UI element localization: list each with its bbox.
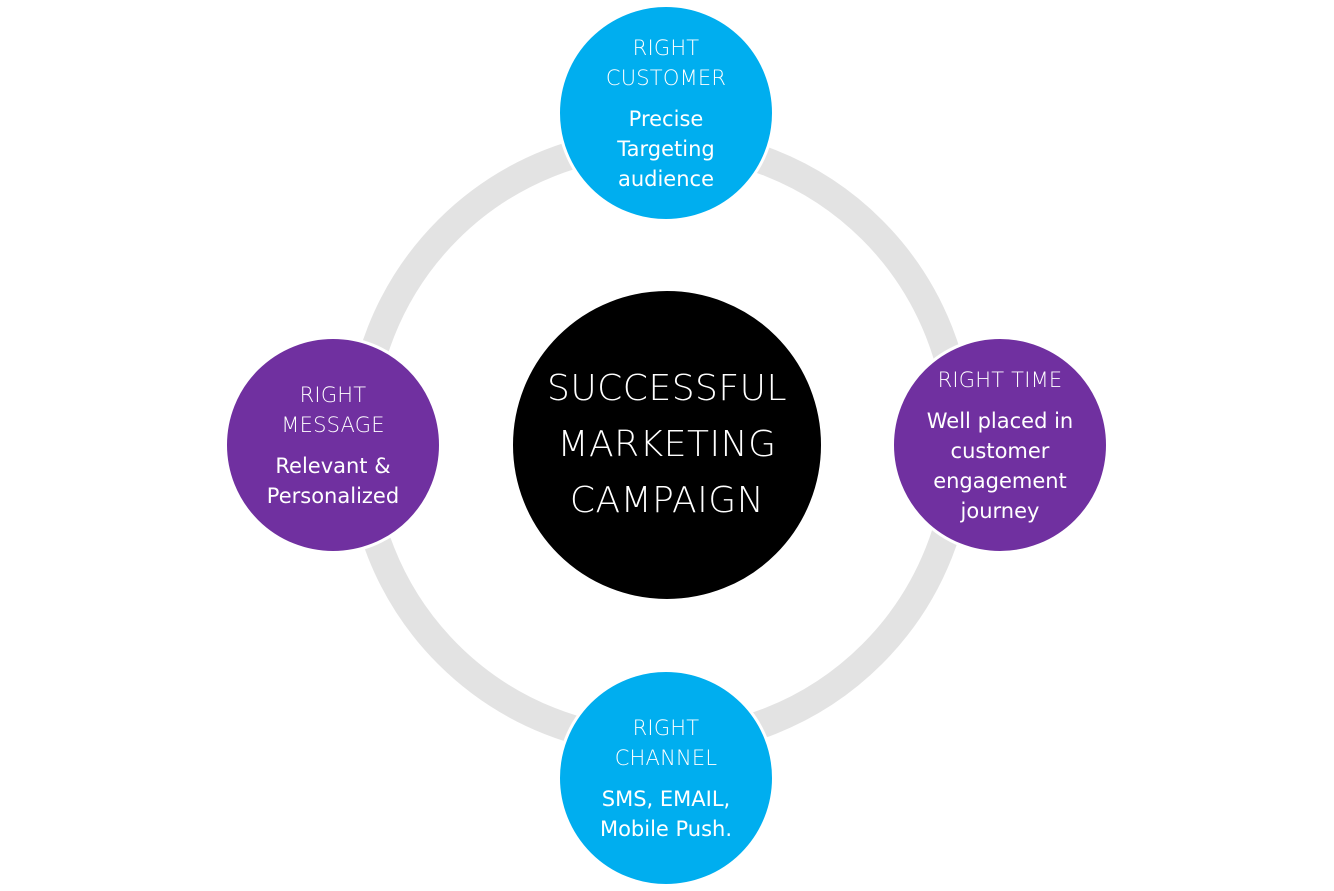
node-right-message: RIGHT MESSAGE Relevant & Personalized bbox=[224, 336, 442, 554]
node-title: RIGHT CHANNEL bbox=[614, 715, 718, 770]
node-description: Relevant & Personalized bbox=[266, 453, 400, 508]
node-right-channel: RIGHT CHANNEL SMS, EMAIL, Mobile Push. bbox=[557, 669, 775, 887]
node-description: Precise Targeting audience bbox=[617, 106, 715, 191]
node-description: Well placed in customer engagement journ… bbox=[926, 408, 1074, 523]
center-title: SUCCESSFUL MARKETING CAMPAIGN bbox=[546, 368, 788, 521]
node-description: SMS, EMAIL, Mobile Push. bbox=[599, 786, 733, 841]
node-right-time: RIGHT TIME Well placed in customer engag… bbox=[891, 336, 1109, 554]
node-right-customer: RIGHT CUSTOMER Precise Targeting audienc… bbox=[557, 4, 775, 222]
node-title: RIGHT MESSAGE bbox=[281, 382, 385, 437]
node-title: RIGHT CUSTOMER bbox=[605, 35, 727, 90]
node-title: RIGHT TIME bbox=[937, 367, 1063, 392]
center-circle: SUCCESSFUL MARKETING CAMPAIGN bbox=[510, 288, 824, 602]
